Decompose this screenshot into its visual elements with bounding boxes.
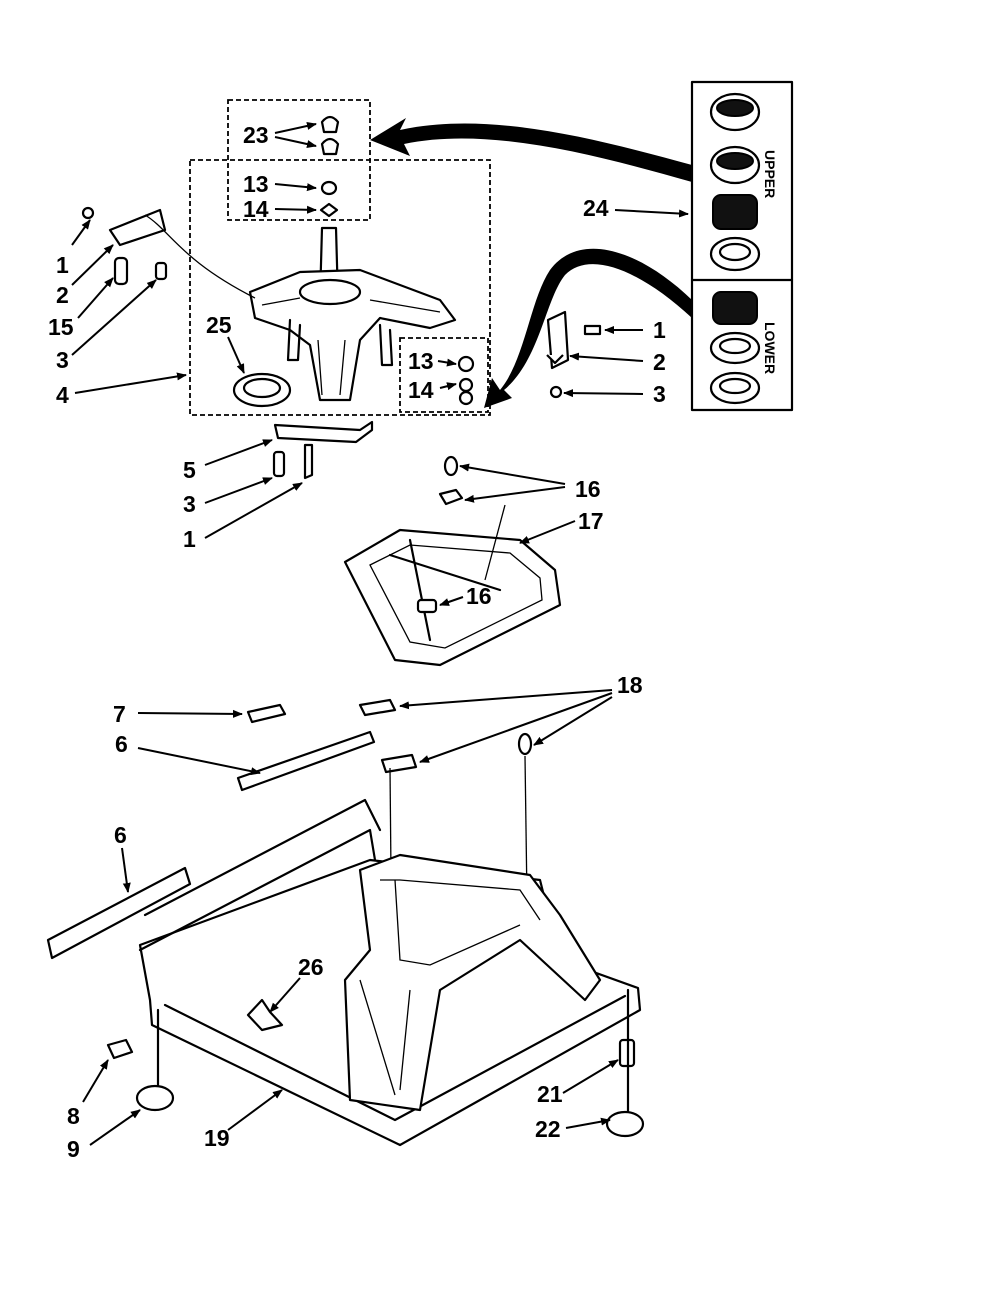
callout-numbers: 23 13 14 1 2 15 3 25 4 24 1 2 3 13 14 5 … [48,122,666,1162]
part-6-lower-rail [46,866,192,960]
seal-part-13 [320,180,338,196]
callout-16-bottom: 16 [466,583,492,609]
upper-label: UPPER [762,150,778,198]
callout-22: 22 [535,1116,561,1142]
bearing-panel-frame [690,80,794,412]
callout-3-right: 3 [653,381,666,407]
left-bracket [108,208,167,247]
callout-6-upper: 6 [115,731,128,757]
top-seal-dashed-box [227,99,371,221]
callout-23: 23 [243,122,269,148]
left-bracket-rod [144,214,256,299]
side-seal-dashed-box [399,337,489,413]
base-frame-rear-rail [143,798,382,917]
gearcase-dashed-box [189,159,491,416]
part-18-clip-c [517,732,533,756]
arrow-upper-to-top-box [370,118,692,182]
seal-part-23a [320,115,340,134]
upper-bearing-stack [709,92,761,272]
callout-14-top: 14 [243,196,269,222]
callout-13-top: 13 [243,171,269,197]
callout-26: 26 [298,954,324,980]
gearcase-assembly-group [81,99,602,480]
callout-9: 9 [67,1136,80,1162]
callout-19: 19 [204,1125,230,1151]
lower-screw-1 [303,443,314,480]
callout-18: 18 [617,672,643,698]
part-22-foot [605,1110,645,1138]
seal-part-14 [319,202,339,218]
box-seal-14b [458,390,474,406]
right-clip-2 [546,354,564,365]
cradle-leg-detail [359,979,411,1096]
right-clip-3 [549,385,563,399]
base-frame-top-edge [138,828,377,952]
callout-1-left: 1 [56,252,69,278]
part-18-clip-b [380,753,418,774]
callout-15: 15 [48,314,74,340]
callout-16-top: 16 [575,476,601,502]
callout-7: 7 [113,701,126,727]
callout-3-left: 3 [56,347,69,373]
right-bracket [546,310,570,370]
lower-label: LOWER [762,322,778,374]
callout-1-right: 1 [653,317,666,343]
cradle-inner [380,879,541,966]
left-clip-3 [154,261,168,281]
callout-4: 4 [56,382,69,408]
grommet-16-mid [438,488,464,506]
callout-6-lower: 6 [114,822,127,848]
arrow-lower-to-side-box [484,248,692,408]
box-seal-14a [458,377,474,393]
bearing-panel: UPPER LOWER [690,80,794,412]
grommet-16-bottom [416,598,438,614]
grommet-16-top [443,455,459,477]
gearcase-spider [248,268,457,402]
seal-part-23b [320,137,340,156]
base-frame-floor [163,994,627,1122]
right-screw-1 [583,324,602,336]
callout-25: 25 [206,312,232,338]
spider-leg-left [286,318,302,362]
callout-2-right: 2 [653,349,666,375]
box-seal-13 [457,355,475,373]
lower-spring-3 [272,450,286,478]
base-frame-group [46,698,645,1147]
callout-5: 5 [183,457,196,483]
callout-3-lower: 3 [183,491,196,517]
seal-ring-25-inner [242,377,282,399]
callout-17: 17 [578,508,604,534]
callout-24: 24 [583,195,609,221]
callout-14-box: 14 [408,377,434,403]
spider-detail [261,297,441,396]
callout-8: 8 [67,1103,80,1129]
left-spring-15 [113,256,129,286]
part-8-foot-pad [106,1038,134,1060]
part-6-upper-rail [236,730,376,792]
mount-plate-17 [343,528,562,667]
gearcase-hub [298,278,362,306]
callout-2-left: 2 [56,282,69,308]
part-9-foot [135,1084,175,1112]
part-7-clip [246,703,287,724]
spider-leg-right [378,323,394,367]
part-18-clip-a [358,698,397,717]
callout-21: 21 [537,1081,563,1107]
lower-bracket-5 [273,420,374,444]
leader-lines [71,122,689,1146]
tub-support-cradle [343,853,602,1112]
callout-13-box: 13 [408,348,434,374]
mount-rod [484,504,506,581]
left-screw-1 [81,206,95,220]
mount-plate-brace [388,538,502,642]
callout-1-lower: 1 [183,526,196,552]
mount-plate-group [343,455,562,667]
mount-plate-inner [369,544,543,649]
lower-bearing-stack [709,291,761,405]
part-26-bracket [246,998,284,1032]
